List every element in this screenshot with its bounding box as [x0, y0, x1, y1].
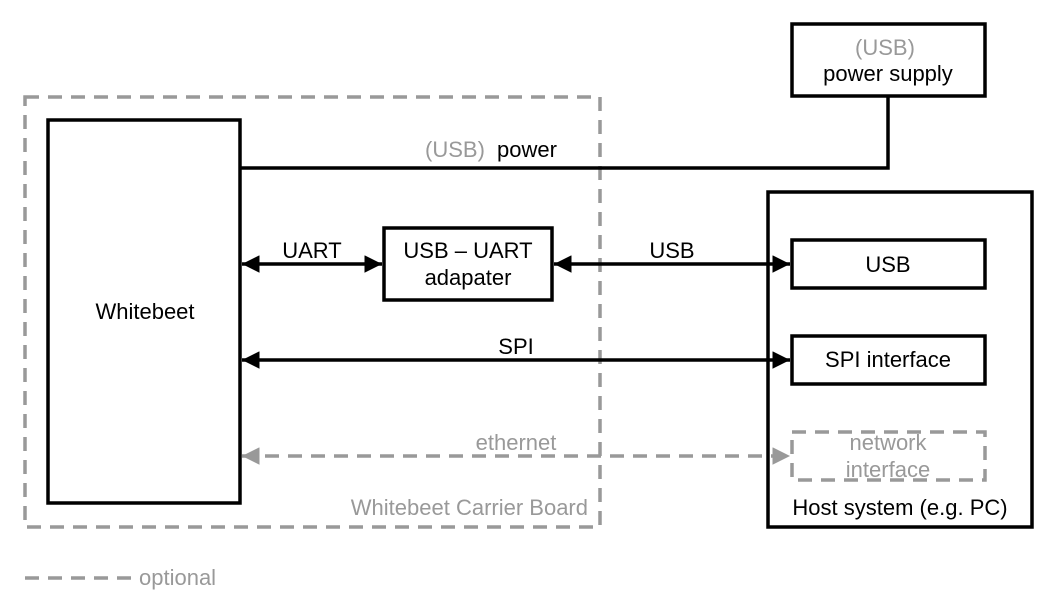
host-system-label: Host system (e.g. PC): [792, 495, 1007, 520]
spi-connection-label: SPI: [498, 334, 533, 359]
adapter-label-line2: adapater: [425, 265, 512, 290]
host-network-label-line2: interface: [846, 457, 930, 482]
host-network-block: [790, 430, 987, 482]
uart-label: UART: [282, 238, 342, 263]
usb-connection-label: USB: [649, 238, 694, 263]
host-spi-label: SPI interface: [825, 347, 951, 372]
usb-uart-adapter-block: [382, 226, 554, 302]
power-supply-label: power supply: [823, 61, 953, 86]
host-usb-label: USB: [865, 252, 910, 277]
host-network-label-line1: network: [849, 430, 927, 455]
adapter-label-line1: USB – UART: [403, 238, 532, 263]
whitebeet-block: [46, 118, 242, 505]
host-spi-block: [790, 334, 987, 386]
power-connection-prefix: (USB): [425, 137, 485, 162]
power-connection-label: (USB) power: [425, 137, 557, 162]
power-line: [240, 96, 890, 170]
power-connection-text: power: [497, 137, 557, 162]
power-supply-prefix: (USB): [855, 35, 915, 60]
carrier-board-label: Whitebeet Carrier Board: [351, 495, 588, 520]
host-usb-block: [790, 238, 987, 290]
whitebeet-label: Whitebeet: [95, 299, 194, 324]
ethernet-connection-label: ethernet: [476, 430, 557, 455]
carrier-board-boundary: [23, 95, 602, 529]
legend-optional-label: optional: [139, 565, 216, 590]
